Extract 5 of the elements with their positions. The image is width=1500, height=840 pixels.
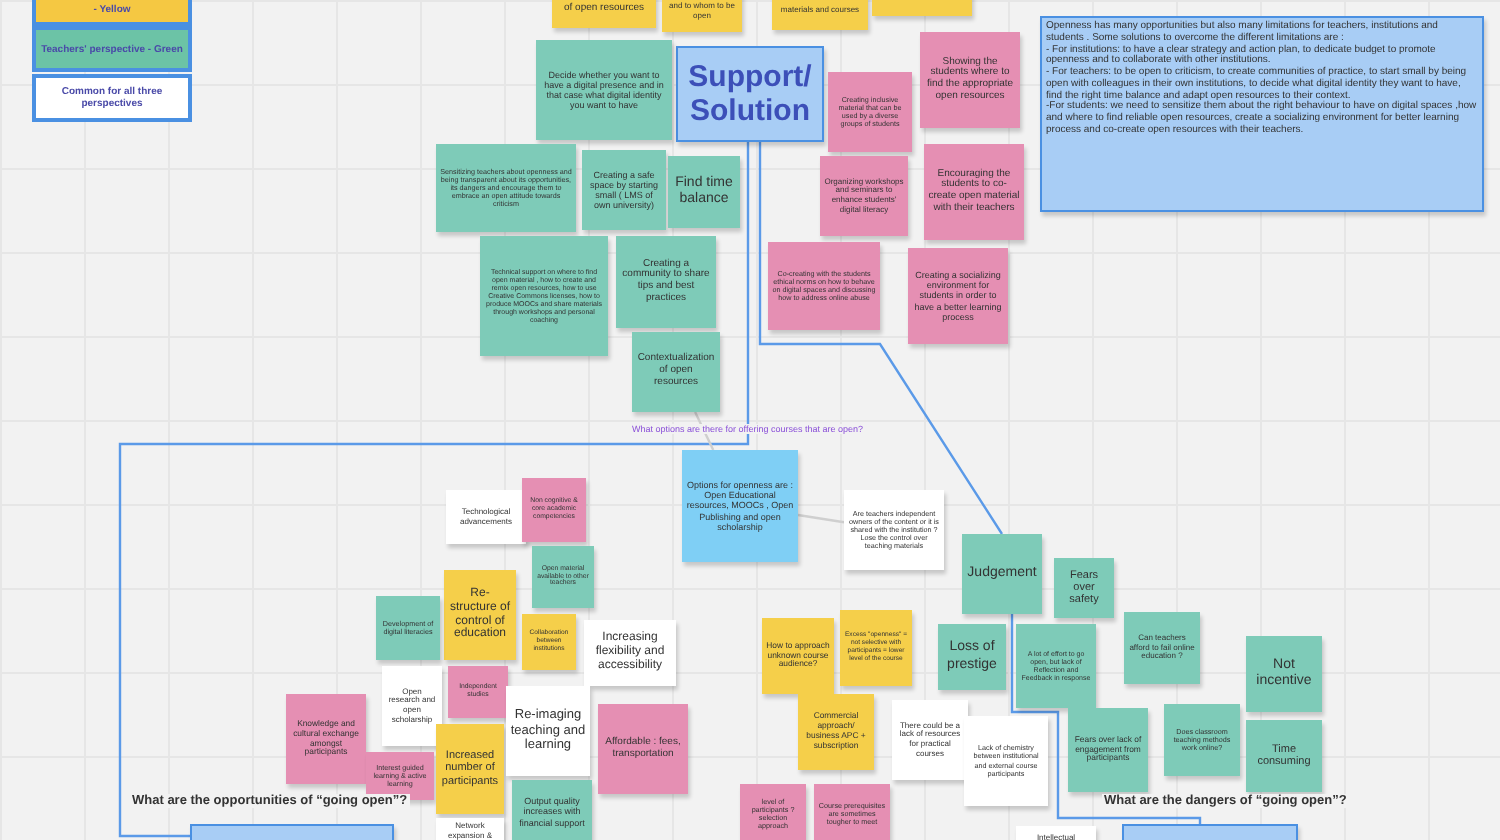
- connector-line: [758, 142, 1003, 535]
- connector-line: [118, 142, 750, 838]
- connector-line: [797, 513, 845, 524]
- connector-line: [1010, 614, 1202, 824]
- topic-box: Support/ Solution: [676, 46, 824, 142]
